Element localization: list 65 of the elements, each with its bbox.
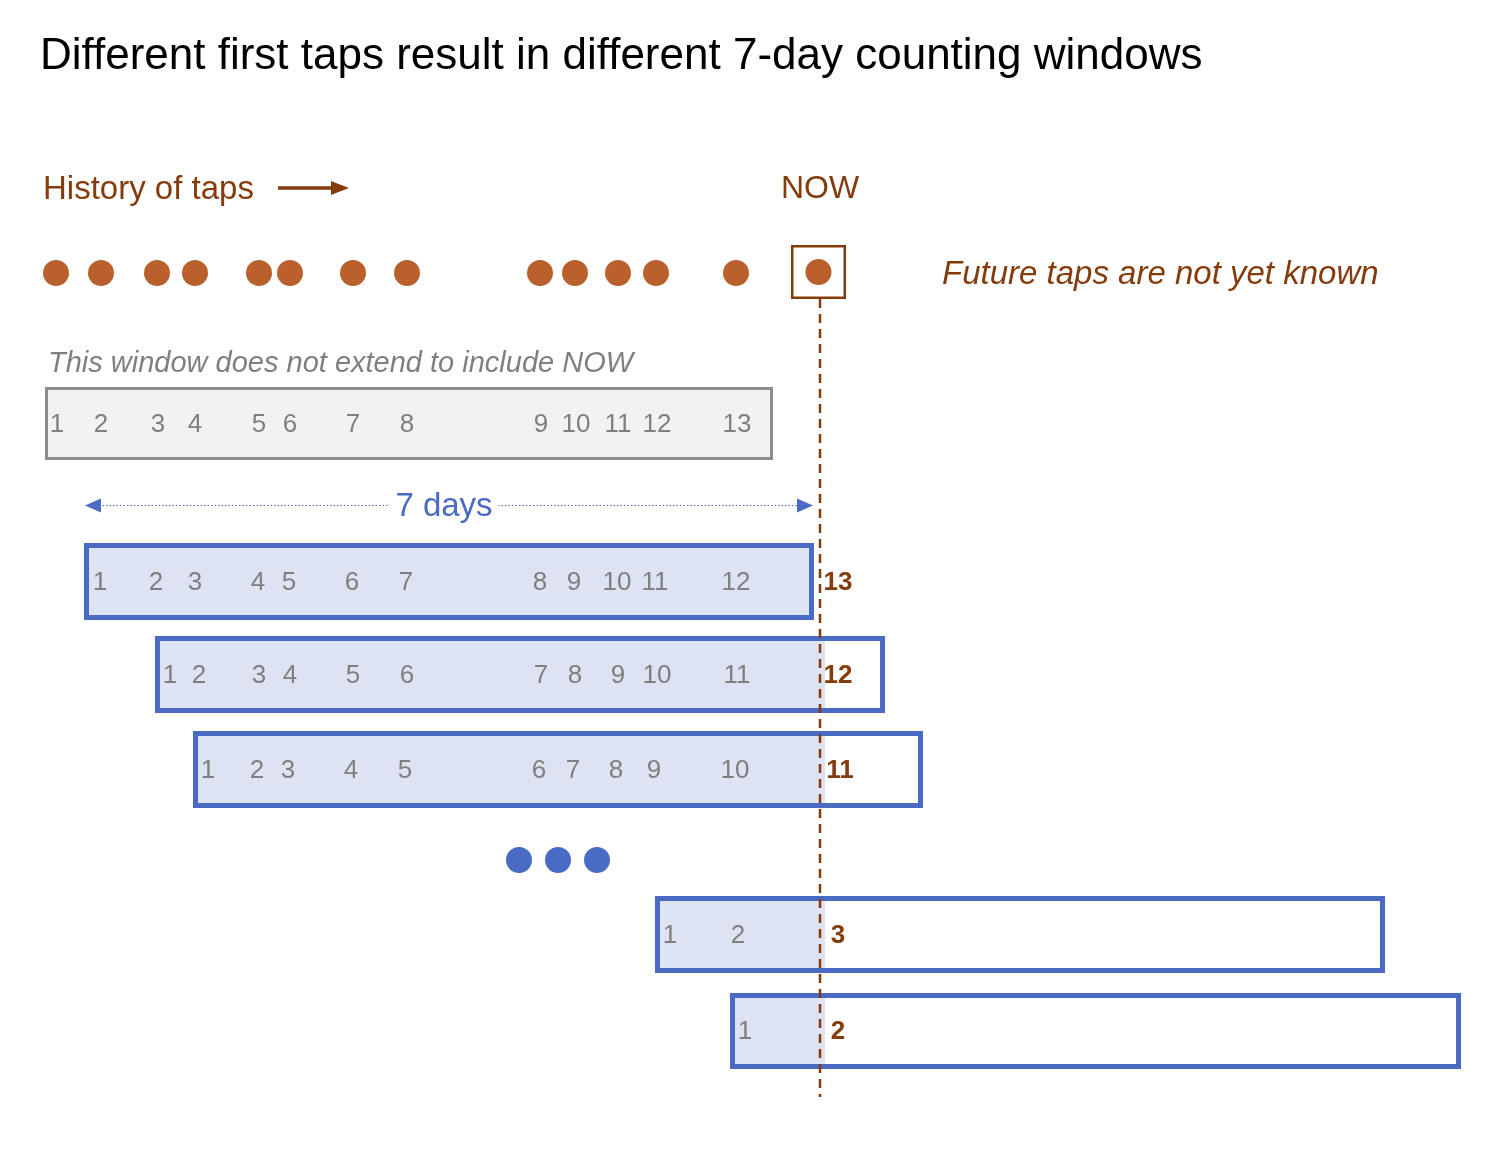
tap-number: 12 [721,566,751,597]
tap-number: 11 [826,754,854,785]
tap-number: 2 [249,754,265,785]
section-heading: History of taps [43,169,254,207]
tap-number: 8 [567,659,583,690]
tap-number: 1 [662,919,678,950]
tap-number: 8 [532,566,548,597]
tap-number: 7 [565,754,581,785]
title: Different first taps result in different 7-day counting windows [40,29,1203,80]
tap-number: 10 [642,659,672,690]
window-box [45,387,773,460]
now-label: NOW [781,168,860,206]
tap-number: 10 [561,408,591,439]
tap-number: 12 [642,408,672,439]
tap-number: 3 [280,754,296,785]
tap-number: 5 [281,566,297,597]
tap-number: 9 [646,754,662,785]
window-box [155,636,885,713]
tap-number: 6 [531,754,547,785]
tap-number: 2 [191,659,207,690]
tap-number: 13 [722,408,752,439]
tap-number: 5 [345,659,361,690]
tap-number: 6 [282,408,298,439]
tap-number: 9 [533,408,549,439]
tap-number: 4 [343,754,359,785]
tap-number: 1 [49,408,65,439]
tap-number: 7 [398,566,414,597]
tap-number: 11 [723,659,751,690]
tap-number: 5 [397,754,413,785]
tap-number: 7 [345,408,361,439]
tap-number: 7 [533,659,549,690]
tap-number: 8 [608,754,624,785]
tap-number: 6 [344,566,360,597]
tap-number: 12 [823,659,853,690]
tap-number: 2 [148,566,164,597]
note-text: Future taps are not yet known [942,254,1379,292]
tap-number: 4 [282,659,298,690]
tap-number: 5 [251,408,267,439]
tap-number: 10 [602,566,632,597]
tap-number: 3 [830,919,846,950]
tap-number: 8 [399,408,415,439]
tap-number: 2 [93,408,109,439]
tap-number: 4 [250,566,266,597]
tap-number: 3 [187,566,203,597]
tap-number: 1 [92,566,108,597]
tap-number: 6 [399,659,415,690]
tap-number: 1 [737,1016,753,1046]
tap-number: 11 [604,408,632,439]
tap-number: 2 [830,1016,846,1046]
tap-number: 4 [187,408,203,439]
tap-number: 13 [823,566,853,597]
tap-number: 2 [730,919,746,950]
tap-number: 10 [720,754,750,785]
window-caption: This window does not extend to include NOW [48,346,634,380]
window-box [655,896,1385,973]
tap-number: 11 [641,566,669,597]
tap-number: 9 [566,566,582,597]
tap-number: 1 [200,754,216,785]
window-box [730,993,1461,1069]
window-box [193,731,923,808]
tap-number: 3 [150,408,166,439]
tap-number: 3 [251,659,267,690]
tap-number: 1 [162,659,178,690]
tap-number: 9 [610,659,626,690]
window-box [84,543,814,620]
